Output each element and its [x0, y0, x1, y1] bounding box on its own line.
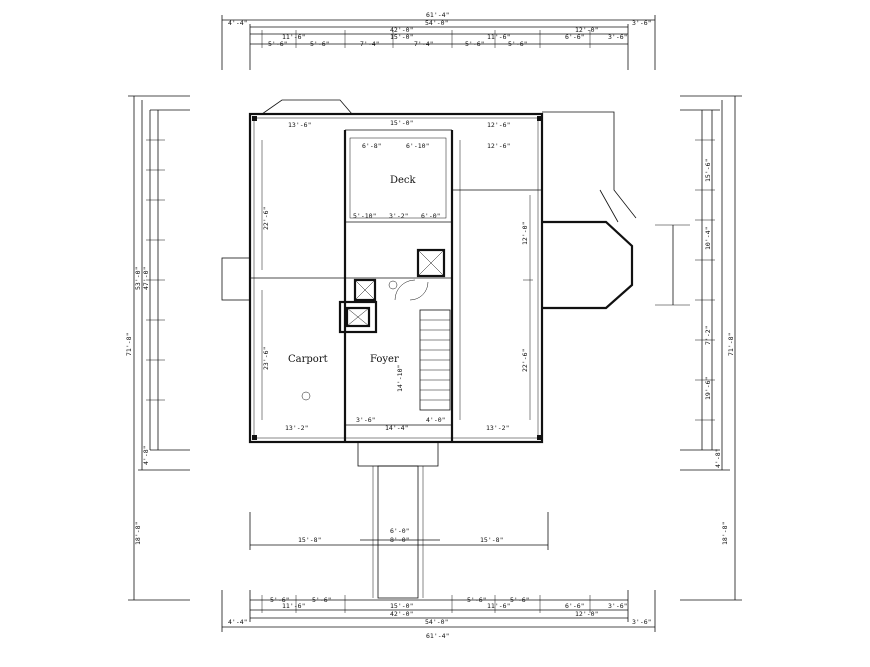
right-dimension-lines — [655, 95, 742, 601]
dim-walk-center: 6'-0" — [390, 527, 410, 535]
exterior-walls — [221, 99, 637, 599]
dim-bottom-seg: 6'-6" — [565, 602, 585, 610]
dim-top-seg: 5'-6" — [508, 40, 528, 48]
dim-bottom-center: 42'-0" — [390, 610, 413, 618]
dim-walk-right: 15'-8" — [480, 536, 503, 544]
dim-interior: 13'-6" — [288, 121, 311, 129]
dim-interior: 4'-0" — [426, 416, 446, 424]
dim-interior: 6'-8" — [362, 142, 382, 150]
dim-top-row3-right: 12'-0" — [575, 26, 598, 34]
dim-right-bottom: 18'-8" — [721, 522, 729, 545]
dim-left-inner2: 47'-0" — [142, 267, 150, 290]
dim-bottom-mid: 15'-0" — [390, 602, 413, 610]
dim-top-row3-right2: 11'-6" — [487, 33, 510, 41]
dim-interior: 3'-2" — [389, 212, 409, 220]
dim-interior: 14'-10" — [396, 365, 404, 392]
dim-top-row2: 54'-0" — [425, 19, 448, 27]
top-dimension-lines — [221, 15, 656, 70]
dim-bottom-left-offset: 4'-4" — [228, 618, 248, 626]
dim-left-overall: 71'-8" — [125, 333, 133, 356]
dim-bottom-seg: 5'-6" — [467, 596, 487, 604]
dim-interior: 13'-2" — [486, 424, 509, 432]
dim-bottom-seg: 5'-6" — [510, 596, 530, 604]
dim-interior: 22'-6" — [262, 207, 270, 230]
dim-bottom-seg: 5'-6" — [312, 596, 332, 604]
dim-top-left-offset: 4'-4" — [228, 19, 248, 27]
dim-top-right-offset: 3'-6" — [632, 19, 652, 27]
dim-interior: 6'-0" — [421, 212, 441, 220]
dim-bottom-right-a: 12'-0" — [575, 610, 598, 618]
dim-bottom-seg: 5'-6" — [270, 596, 290, 604]
room-label-foyer: Foyer — [370, 354, 399, 365]
bottom-dimension-lines — [221, 512, 656, 632]
dim-top-seg: 3'-6" — [608, 33, 628, 41]
dim-top-seg: 7'-4" — [360, 40, 380, 48]
room-label-deck: Deck — [390, 175, 417, 186]
dim-interior: 12'-6" — [487, 142, 510, 150]
dim-walk-left: 15'-8" — [298, 536, 321, 544]
dim-top-seg: 5'-6" — [310, 40, 330, 48]
dim-interior: 6'-10" — [406, 142, 429, 150]
dim-interior: 5'-10" — [353, 212, 376, 220]
room-label-carport: Carport — [288, 354, 328, 365]
dim-right-e: 4'-8" — [714, 448, 722, 468]
dim-left-a: 4'-8" — [142, 445, 150, 465]
dim-walk-center2: 8'-0" — [390, 536, 410, 544]
dim-bottom-seg: 3'-6" — [608, 602, 628, 610]
dim-bottom-right-b: 11'-6" — [487, 602, 510, 610]
dim-top-seg: 5'-6" — [268, 40, 288, 48]
dim-interior: 14'-4" — [385, 424, 408, 432]
dim-top-seg: 7'-4" — [414, 40, 434, 48]
dim-overall-top: 61'-4" — [426, 11, 449, 19]
interior-walls — [250, 129, 542, 442]
dim-right-a: 15'-6" — [704, 159, 712, 182]
dim-interior: 15'-0" — [390, 119, 413, 127]
dim-interior: 22'-6" — [521, 349, 529, 372]
dim-top-row3-mid: 15'-0" — [390, 33, 413, 41]
dim-top-seg: 5'-6" — [465, 40, 485, 48]
dim-bottom-row2: 54'-0" — [425, 618, 448, 626]
dim-top-row3-center: 42'-0" — [390, 26, 413, 34]
dim-right-overall: 71'-8" — [727, 333, 735, 356]
dim-bottom-left-a: 11'-6" — [282, 602, 305, 610]
dim-left-bottom: 18'-8" — [134, 522, 142, 545]
left-dimension-lines — [128, 95, 190, 601]
dim-interior: 12'-0" — [521, 222, 529, 245]
dim-bottom-right-offset: 3'-6" — [632, 618, 652, 626]
dim-interior: 13'-2" — [285, 424, 308, 432]
dim-right-d: 19'-6" — [704, 377, 712, 400]
dim-top-row3-left: 11'-6" — [282, 33, 305, 41]
dim-right-c: 7'-2" — [704, 325, 712, 345]
dim-overall-bottom: 61'-4" — [426, 632, 449, 640]
dim-interior: 12'-6" — [487, 121, 510, 129]
dim-left-inner: 53'-0" — [134, 267, 142, 290]
dim-right-b: 10'-4" — [704, 227, 712, 250]
dim-interior: 23'-6" — [262, 347, 270, 370]
dim-top-seg: 6'-6" — [565, 33, 585, 41]
dim-interior: 3'-6" — [356, 416, 376, 424]
